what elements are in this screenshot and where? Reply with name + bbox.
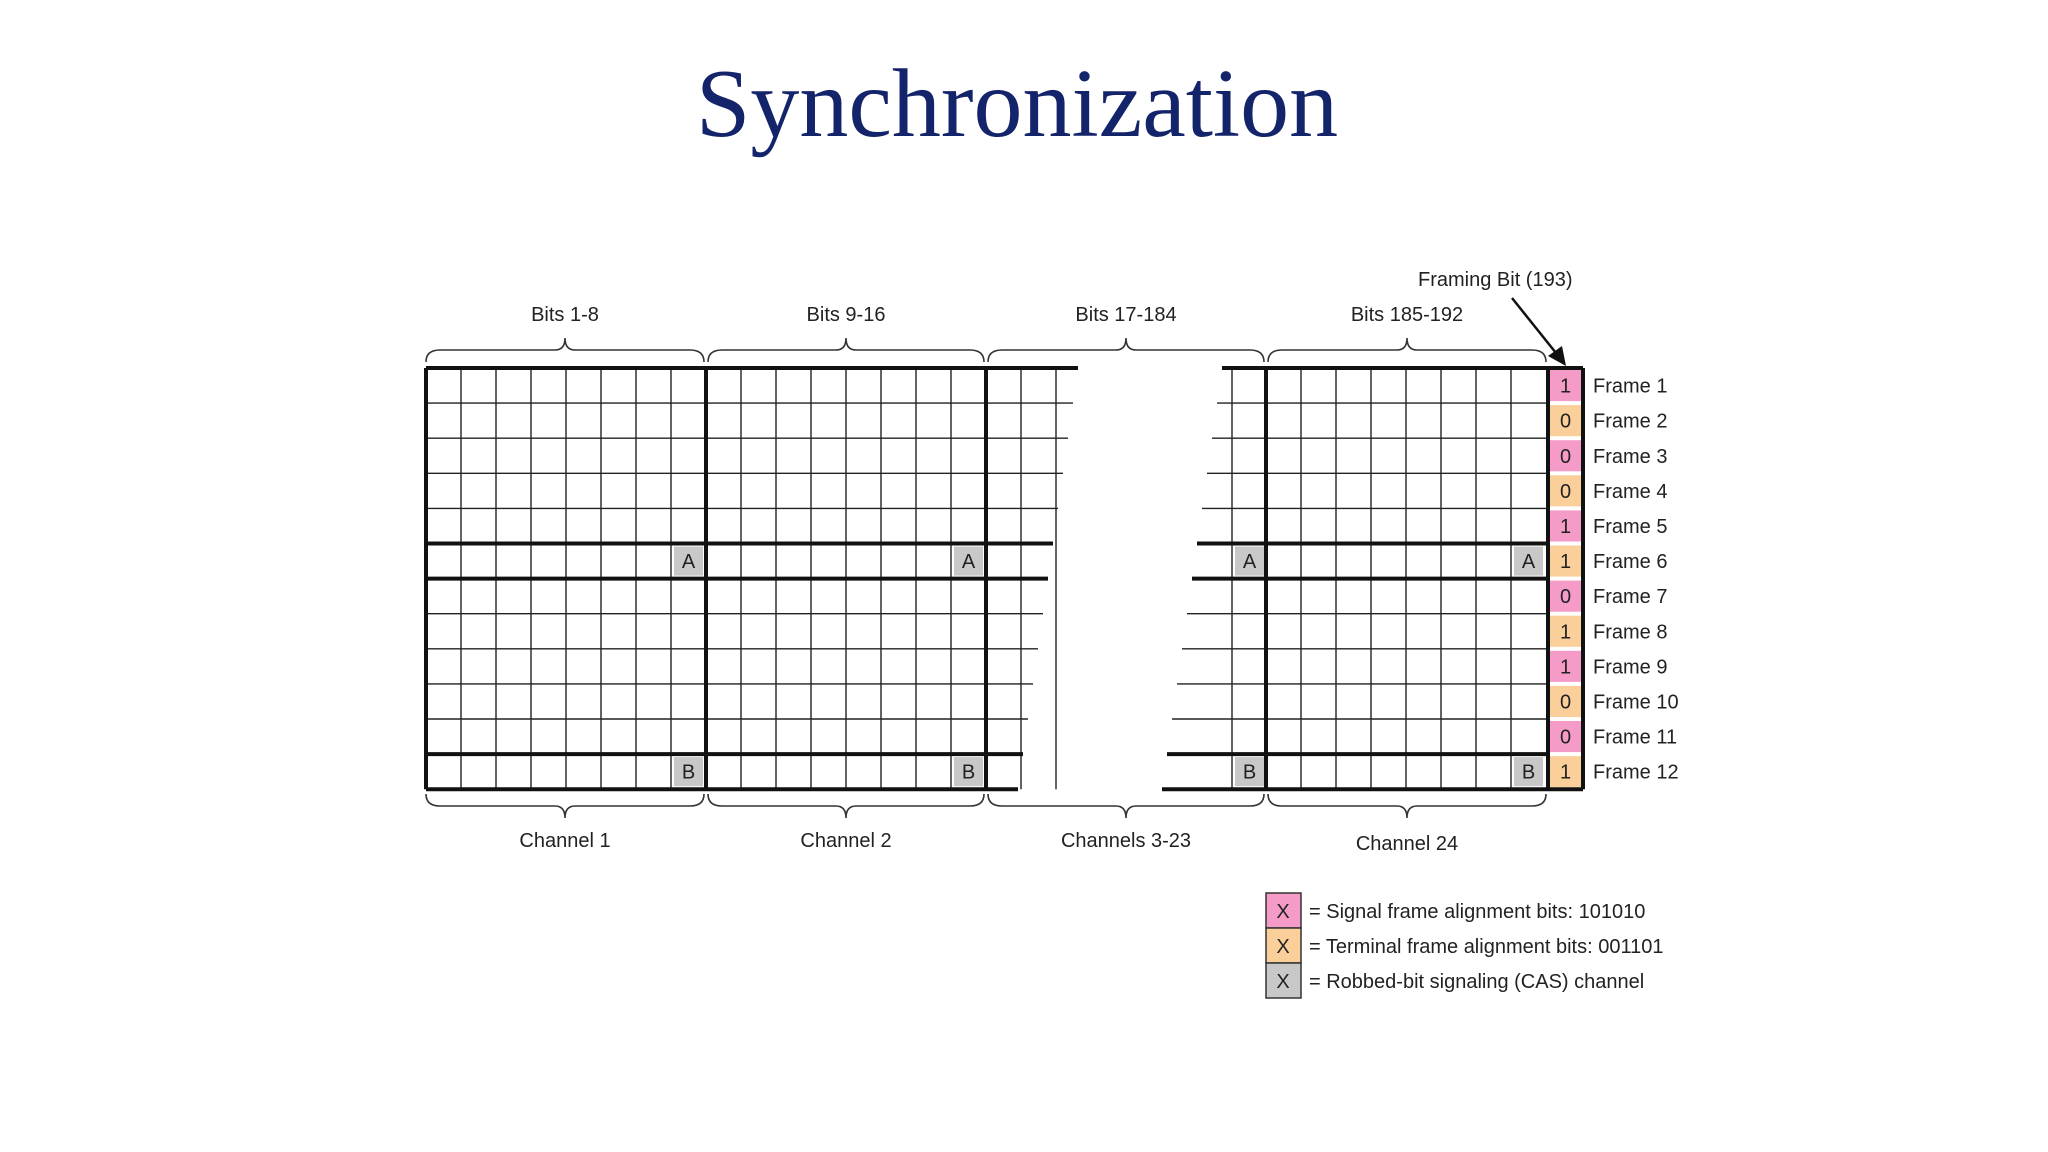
legend-text: = Signal frame alignment bits: 101010: [1309, 901, 1645, 923]
cas-signaling-cell: [954, 546, 983, 576]
framing-bit-label: Framing Bit (193): [1418, 269, 1573, 291]
frame-label: Frame 8: [1593, 621, 1667, 643]
framing-bit-value: 1: [1560, 621, 1571, 643]
frame-grid: [424, 366, 1550, 792]
framing-bit-cell: [1550, 510, 1581, 542]
frame-label: Frame 7: [1593, 586, 1667, 608]
framing-bit-value: 1: [1560, 516, 1571, 538]
cas-signaling-cell: [674, 757, 703, 787]
legend-marker: X: [1276, 901, 1289, 923]
legend-text: = Terminal frame alignment bits: 001101: [1309, 936, 1663, 958]
top-group-label: Bits 17-184: [1075, 304, 1176, 326]
top-group-label: Bits 9-16: [807, 304, 886, 326]
bottom-group-brace: [987, 793, 1265, 819]
framing-bit-cell: [1550, 650, 1581, 682]
top-group-label: Bits 185-192: [1351, 304, 1463, 326]
cas-signaling-cell: [1514, 757, 1543, 787]
cas-signaling-label: A: [962, 551, 976, 573]
framing-bit-arrow: [1511, 297, 1561, 359]
top-group-brace: [1267, 337, 1547, 363]
framing-bit-value: 1: [1560, 551, 1571, 573]
top-group-brace: [425, 337, 705, 363]
top-group-brace: [987, 337, 1265, 363]
bottom-group-brace: [707, 793, 985, 819]
framing-bit-cell: [1550, 370, 1581, 402]
framing-bit-value: 0: [1560, 727, 1571, 749]
frame-label: Frame 11: [1593, 727, 1677, 749]
bottom-group-label: Channel 2: [800, 830, 891, 852]
framing-bit-cell: [1550, 580, 1581, 612]
legend-marker: X: [1276, 936, 1289, 958]
legend: [1265, 892, 1302, 999]
slide-title: Synchronization: [695, 50, 1339, 158]
framing-bit-cell: [1550, 756, 1581, 788]
frame-label: Frame 9: [1593, 656, 1667, 678]
cas-signaling-label: A: [682, 551, 696, 573]
cas-signaling-cell: [674, 546, 703, 576]
framing-bit-value: 0: [1560, 481, 1571, 503]
framing-bit-cell: [1550, 405, 1581, 437]
frame-label: Frame 6: [1593, 551, 1667, 573]
bottom-group-brace: [425, 793, 705, 819]
cas-signaling-cell: [1235, 757, 1264, 787]
framing-bit-cell: [1550, 440, 1581, 472]
cas-signaling-cell: [954, 757, 983, 787]
bottom-group-brace: [1267, 793, 1547, 819]
cas-signaling-label: B: [682, 762, 695, 784]
cas-signaling-label: B: [1522, 762, 1535, 784]
bottom-group-label: Channels 3-23: [1061, 830, 1191, 852]
cas-signaling-label: B: [1243, 762, 1256, 784]
framing-bit-value: 0: [1560, 586, 1571, 608]
frame-label: Frame 5: [1593, 516, 1667, 538]
framing-bit-value: 1: [1560, 376, 1571, 398]
frame-label: Frame 12: [1593, 762, 1679, 784]
framing-bit-value: 1: [1560, 656, 1571, 678]
cas-signaling-label: A: [1522, 551, 1536, 573]
frame-label: Frame 3: [1593, 446, 1667, 468]
arrow-head-icon: [1548, 346, 1566, 366]
cas-signaling-cell: [1514, 546, 1543, 576]
bottom-group-label: Channel 24: [1356, 833, 1458, 855]
frame-label: Frame 1: [1593, 376, 1667, 398]
framing-bit-column: [1548, 366, 1585, 792]
framing-bit-cell: [1550, 721, 1581, 753]
framing-bit-value: 0: [1560, 691, 1571, 713]
legend-text: = Robbed-bit signaling (CAS) channel: [1309, 971, 1644, 993]
top-group-label: Bits 1-8: [531, 304, 599, 326]
framing-bit-value: 0: [1560, 411, 1571, 433]
framing-bit-cell: [1550, 615, 1581, 647]
framing-bit-value: 0: [1560, 446, 1571, 468]
frame-label: Frame 10: [1593, 691, 1679, 713]
framing-bit-cell: [1550, 475, 1581, 507]
cas-signaling-cell: [1235, 546, 1264, 576]
framing-bit-cell: [1550, 685, 1581, 717]
frame-label: Frame 2: [1593, 411, 1667, 433]
legend-marker: X: [1276, 971, 1289, 993]
framing-bit-cell: [1550, 545, 1581, 577]
legend-swatch: [1265, 962, 1302, 999]
framing-bit-value: 1: [1560, 762, 1571, 784]
bottom-group-label: Channel 1: [519, 830, 610, 852]
cas-signaling-label: A: [1243, 551, 1257, 573]
cas-signaling-label: B: [962, 762, 975, 784]
top-group-brace: [707, 337, 985, 363]
frame-label: Frame 4: [1593, 481, 1667, 503]
legend-swatch: [1265, 892, 1302, 929]
